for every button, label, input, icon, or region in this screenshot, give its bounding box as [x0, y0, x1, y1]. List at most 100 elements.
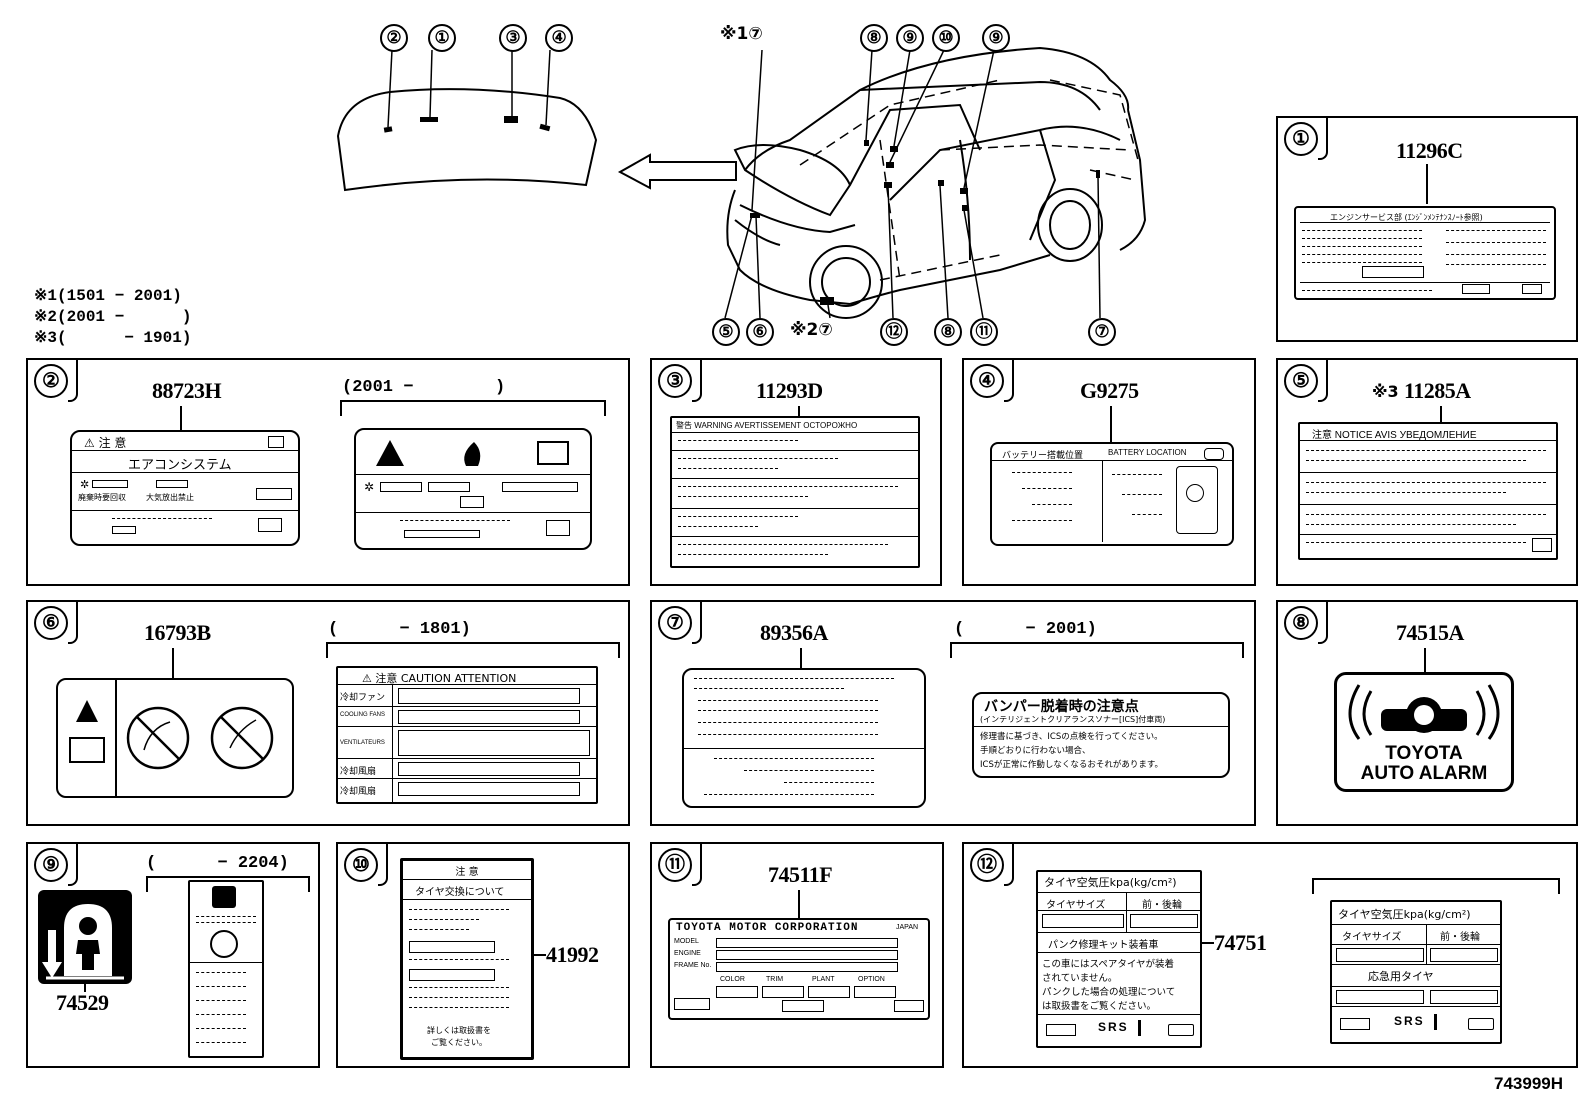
label-tire-pressure-kit: タイヤ空気圧kpa(kg/cm²) タイヤサイズ 前・後輪 パンク修理キット装着…: [1036, 870, 1202, 1048]
tire-change-footer-2: ご覧ください。: [431, 1038, 487, 1047]
car-callout-s1-7[interactable]: ※1⑦: [720, 24, 763, 44]
panel-number: ⑧: [1284, 602, 1328, 644]
part-number-74529[interactable]: 74529: [56, 990, 109, 1015]
fan-row-5: 冷却風扇: [340, 787, 377, 797]
note-1: ※1(1501 − 2001): [34, 287, 182, 305]
part-number-88723H[interactable]: 88723H: [152, 378, 222, 403]
tire-change-head: 注 意: [455, 867, 479, 878]
col-color: COLOR: [720, 976, 745, 983]
label-no-release: 大気放出禁止: [146, 493, 194, 502]
arrow-icon: [617, 153, 737, 190]
panel-1: ① 11296C エンジンサービス部 (ｴﾝｼﾞﾝﾒﾝﾃﾅﾝｽﾉｰﾄ参照): [1276, 116, 1578, 342]
callout-6[interactable]: ⑥: [746, 318, 774, 346]
panel-9: ⑨ ( − 2204) 74529: [26, 842, 320, 1068]
hood-panel-drawing: [336, 88, 598, 192]
panel-number: ④: [970, 360, 1014, 402]
part-number-74751[interactable]: 74751: [1214, 930, 1267, 955]
tp2-srs: SRS: [1394, 1014, 1425, 1028]
manual-icon: [537, 441, 569, 465]
note-2: ※2(2001 − ): [34, 308, 192, 326]
callout-11[interactable]: ⑪: [970, 318, 998, 346]
tp-size: タイヤサイズ: [1046, 900, 1106, 911]
range-2204: ( − 2204): [146, 854, 289, 873]
label-child-lock: [38, 890, 132, 984]
fire-icon: [464, 442, 481, 466]
panel-5: ⑤ ※3 11285A 注意 NOTICE AVIS УВЕДОМЛЕНИЕ: [1276, 358, 1578, 586]
callout-9-top[interactable]: ⑨: [896, 24, 924, 52]
part-prefix: ※3: [1372, 382, 1399, 401]
label-recover: 廃棄時要回収: [78, 493, 126, 502]
part-number-G9275[interactable]: G9275: [1080, 378, 1139, 403]
no-tool-icon: [210, 706, 274, 770]
callout-1[interactable]: ①: [428, 24, 457, 53]
part-number-74515A[interactable]: 74515A: [1396, 620, 1464, 645]
panel-number: ⑪: [658, 844, 702, 886]
col-option: OPTION: [858, 976, 885, 983]
arrow-down-icon: [42, 930, 62, 978]
part-number-41992[interactable]: 41992: [546, 942, 599, 967]
part-number-16793B[interactable]: 16793B: [144, 620, 211, 645]
fan-row-3: VENTILATEURS: [340, 740, 385, 746]
maker: TOYOTA MOTOR CORPORATION: [676, 922, 859, 934]
callout-10-top[interactable]: ⑩: [932, 24, 960, 52]
battery-head-en: BATTERY LOCATION: [1108, 448, 1187, 457]
panel-6: ⑥ 16793B ( − 1801) ⚠ 注意 CAUTION ATTENTIO…: [26, 600, 630, 826]
part-number-11285A[interactable]: 11285A: [1404, 378, 1471, 403]
range-1801: ( − 1801): [328, 620, 471, 639]
field-engine: ENGINE: [674, 950, 701, 957]
label-vin-plate: TOYOTA MOTOR CORPORATION JAPAN MODEL ENG…: [668, 918, 930, 1020]
bumper-line-3: ICSが正常に作動しなくなるおそれがあります。: [980, 760, 1163, 770]
warning-triangle-icon: [76, 700, 98, 722]
bumper-sub: (インテリジェントクリアランスソナー[ICS]付車両): [980, 715, 1166, 724]
manual-icon: [69, 737, 105, 763]
label-title: エンジンサービス部 (ｴﾝｼﾞﾝﾒﾝﾃﾅﾝｽﾉｰﾄ参照): [1330, 213, 1483, 222]
fan-row-1: 冷却ファン: [340, 693, 386, 703]
col-trim: TRIM: [766, 976, 784, 983]
callout-2[interactable]: ②: [380, 24, 408, 53]
panel-11: ⑪ 74511F TOYOTA MOTOR CORPORATION JAPAN …: [650, 842, 944, 1068]
label-aircon-new: ✲: [354, 428, 592, 550]
part-number-89356A[interactable]: 89356A: [760, 620, 828, 645]
range-2001: (2001 − ): [342, 378, 506, 397]
label-fan-caution: [56, 678, 294, 798]
label-aircon-old: ⚠ 注 意 エアコンシステム ✲ 廃棄時要回収 大気放出禁止: [70, 430, 300, 546]
fan-row-2: COOLING FANS: [340, 712, 386, 718]
callout-3[interactable]: ③: [499, 24, 527, 53]
car-callout-s2-7[interactable]: ※2⑦: [790, 320, 833, 340]
part-number-11293D[interactable]: 11293D: [756, 378, 823, 403]
tp-srs: SRS: [1098, 1020, 1129, 1034]
panel-12: ⑫ タイヤ空気圧kpa(kg/cm²) タイヤサイズ 前・後輪 パンク修理キット…: [962, 842, 1578, 1068]
label-engine-service: エンジンサービス部 (ｴﾝｼﾞﾝﾒﾝﾃﾅﾝｽﾉｰﾄ参照): [1294, 206, 1556, 300]
bumper-line-2: 手順どおりに行わない場合、: [980, 746, 1091, 756]
panel-number: ③: [658, 360, 702, 402]
battery-head-jp: バッテリー搭載位置: [1002, 451, 1084, 461]
label-caution-head: ⚠ 注 意: [84, 436, 127, 450]
vehicle-drawing: [726, 46, 1147, 319]
diagram-id: 743999H: [1494, 1074, 1564, 1093]
hood-callouts-right: ③ ④: [499, 24, 574, 53]
callout-9-top-b[interactable]: ⑨: [982, 24, 1010, 52]
label-bumper-old: [682, 668, 926, 808]
tp-text-2: されていません。: [1042, 973, 1118, 984]
part-number-74511F[interactable]: 74511F: [768, 862, 833, 887]
callout-4[interactable]: ④: [545, 24, 574, 53]
tire-change-title: タイヤ交換について: [415, 887, 505, 898]
callout-8-bottom[interactable]: ⑧: [934, 318, 962, 346]
no-hand-icon: [126, 706, 190, 770]
part-number-11296C[interactable]: 11296C: [1396, 138, 1463, 163]
panel-4: ④ G9275 バッテリー搭載位置 BATTERY LOCATION: [962, 358, 1256, 586]
field-model: MODEL: [674, 938, 699, 945]
callout-12[interactable]: ⑫: [880, 318, 908, 346]
panel-number: ⑩: [344, 844, 388, 886]
callout-5[interactable]: ⑤: [712, 318, 740, 346]
label-battery-location: バッテリー搭載位置 BATTERY LOCATION: [990, 442, 1234, 546]
label-tire-change: 注 意 タイヤ交換について 詳しくは取扱書を ご覧ください。: [400, 858, 534, 1060]
label-warning: 警告 WARNING AVERTISSEMENT OCTOPOЖHO: [670, 416, 920, 568]
bumper-title: バンパー脱着時の注意点: [984, 699, 1139, 715]
alarm-sub: AUTO ALARM: [1360, 763, 1488, 784]
callout-8-top[interactable]: ⑧: [860, 24, 888, 52]
callout-7-bottom[interactable]: ⑦: [1088, 318, 1116, 346]
tp2-title: タイヤ空気圧kpa(kg/cm²): [1338, 908, 1471, 921]
